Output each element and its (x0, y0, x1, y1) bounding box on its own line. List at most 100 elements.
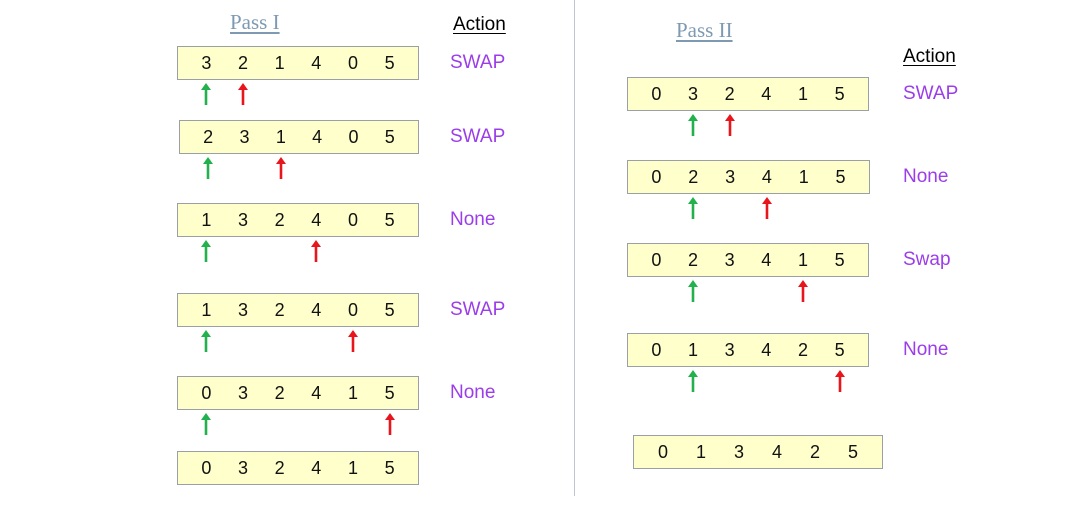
red-arrow-icon (347, 330, 358, 352)
array-cell: 4 (311, 209, 322, 230)
pass2-array-row: 0 3 2 4 1 5 (627, 77, 869, 111)
array-cell: 3 (725, 166, 736, 187)
array-cell: 2 (724, 83, 735, 104)
pass1-array-row: 1 3 2 4 0 5 (177, 293, 419, 327)
array-cell: 5 (834, 339, 845, 360)
array-cell: 5 (384, 457, 395, 478)
array-cell: 3 (687, 83, 698, 104)
pass1-action-label: SWAP (450, 52, 506, 73)
array-cell: 3 (237, 299, 248, 320)
array-cell: 0 (651, 249, 662, 270)
array-cell: 0 (651, 83, 662, 104)
pass2-array-row: 0 2 3 4 1 5 (627, 243, 869, 277)
array-cell: 1 (347, 457, 358, 478)
pass2-array-row: 0 1 3 4 2 5 (627, 333, 869, 367)
array-cell: 5 (835, 166, 846, 187)
array-cell: 1 (797, 83, 808, 104)
red-arrow-icon (237, 83, 248, 105)
array-cell: 3 (237, 382, 248, 403)
green-arrow-icon (203, 157, 214, 179)
pass1-action-label: SWAP (450, 126, 506, 147)
array-cell: 0 (347, 52, 358, 73)
red-arrow-icon (384, 413, 395, 435)
pass1-array-row: 0 3 2 4 1 5 (177, 451, 419, 485)
array-cell: 5 (384, 299, 395, 320)
array-cell: 0 (347, 299, 358, 320)
array-cell: 1 (797, 249, 808, 270)
array-cell: 0 (651, 166, 662, 187)
red-arrow-icon (724, 114, 735, 136)
pass2-action-label: None (903, 166, 949, 187)
array-cell: 0 (347, 209, 358, 230)
array-cell: 5 (834, 83, 845, 104)
array-cell: 0 (651, 339, 662, 360)
array-cell: 5 (384, 126, 395, 147)
pass1-action-label: None (450, 209, 496, 230)
green-arrow-icon (201, 83, 212, 105)
pass-divider (574, 0, 575, 496)
green-arrow-icon (201, 413, 212, 435)
green-arrow-icon (687, 114, 698, 136)
red-arrow-icon (797, 280, 808, 302)
pass1-action-header: Action (453, 14, 506, 35)
pass2-action-label: SWAP (903, 83, 959, 104)
pass2-action-label: None (903, 339, 949, 360)
array-cell: 5 (384, 52, 395, 73)
green-arrow-icon (688, 197, 699, 219)
pass1-action-label: SWAP (450, 299, 506, 320)
array-cell: 4 (761, 249, 772, 270)
red-arrow-icon (834, 370, 845, 392)
array-cell: 2 (809, 441, 820, 462)
array-cell: 3 (733, 441, 744, 462)
array-cell: 1 (798, 166, 809, 187)
green-arrow-icon (687, 280, 698, 302)
array-cell: 2 (237, 52, 248, 73)
pass1-title: Pass I (230, 10, 280, 34)
array-cell: 1 (201, 299, 212, 320)
array-cell: 3 (237, 457, 248, 478)
green-arrow-icon (201, 240, 212, 262)
array-cell: 4 (761, 339, 772, 360)
pass1-action-label: None (450, 382, 496, 403)
array-cell: 0 (657, 441, 668, 462)
red-arrow-icon (311, 240, 322, 262)
array-cell: 2 (203, 126, 214, 147)
array-cell: 2 (274, 457, 285, 478)
array-cell: 1 (275, 126, 286, 147)
array-cell: 4 (761, 166, 772, 187)
array-cell: 4 (311, 457, 322, 478)
array-cell: 2 (797, 339, 808, 360)
array-cell: 3 (239, 126, 250, 147)
red-arrow-icon (761, 197, 772, 219)
array-cell: 1 (274, 52, 285, 73)
array-cell: 0 (201, 382, 212, 403)
pass2-action-label: Swap (903, 249, 951, 270)
array-cell: 0 (201, 457, 212, 478)
pass2-action-header: Action (903, 46, 956, 67)
array-cell: 1 (687, 339, 698, 360)
array-cell: 2 (274, 382, 285, 403)
array-cell: 2 (274, 299, 285, 320)
array-cell: 4 (761, 83, 772, 104)
pass2-title: Pass II (676, 18, 733, 42)
array-cell: 5 (834, 249, 845, 270)
array-cell: 3 (724, 249, 735, 270)
array-cell: 1 (201, 209, 212, 230)
array-cell: 2 (688, 166, 699, 187)
array-cell: 5 (384, 382, 395, 403)
array-cell: 5 (384, 209, 395, 230)
array-cell: 3 (724, 339, 735, 360)
array-cell: 2 (687, 249, 698, 270)
green-arrow-icon (201, 330, 212, 352)
array-cell: 2 (274, 209, 285, 230)
array-cell: 1 (347, 382, 358, 403)
array-cell: 4 (311, 52, 322, 73)
array-cell: 1 (695, 441, 706, 462)
red-arrow-icon (275, 157, 286, 179)
array-cell: 0 (348, 126, 359, 147)
array-cell: 4 (311, 299, 322, 320)
